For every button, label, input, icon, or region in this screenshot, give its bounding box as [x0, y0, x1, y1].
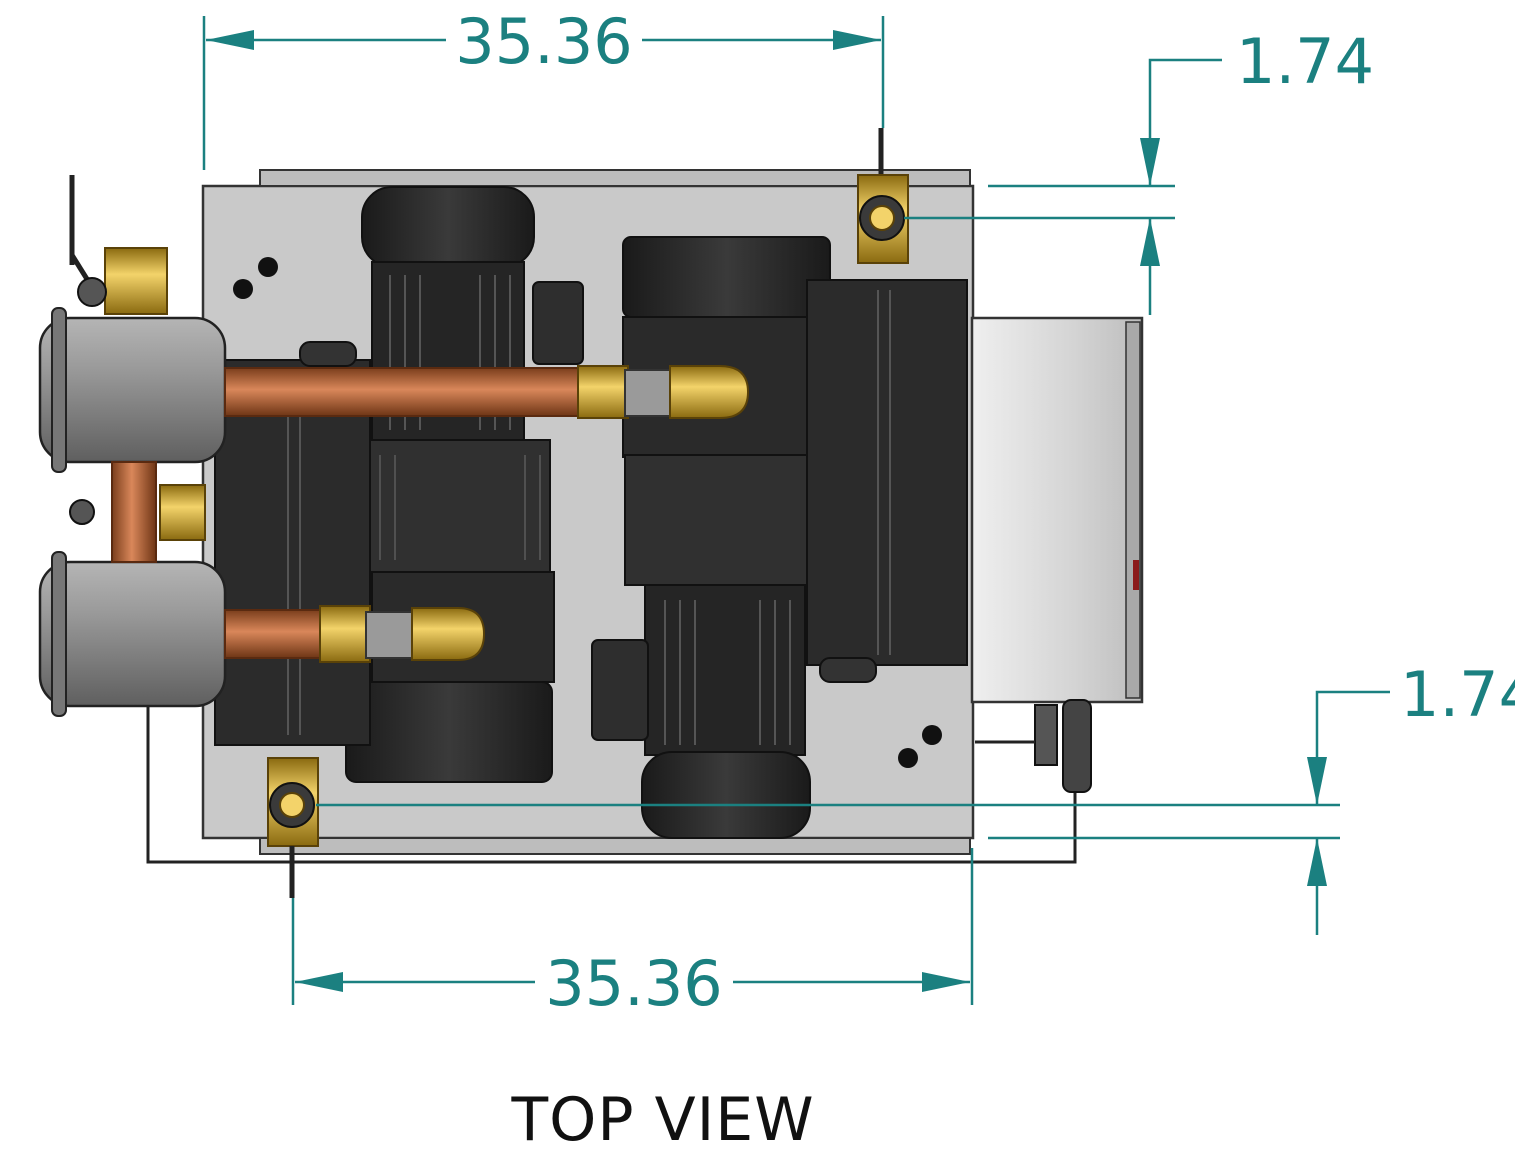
right-motor-fan-cover-bottom — [641, 751, 811, 839]
top-isolation-valve — [857, 128, 909, 264]
dim-top-width-label: 35.36 — [455, 5, 633, 78]
brass-elbow-upper — [669, 365, 750, 419]
brass-elbow-lower — [411, 607, 486, 661]
mounting-hole — [922, 725, 942, 745]
tank-upper — [38, 316, 227, 464]
manifold-valve — [69, 499, 95, 525]
brass-coupling-upper — [624, 369, 676, 417]
left-motor-terminal-box — [532, 281, 584, 365]
control-box-door-edge — [1125, 321, 1141, 699]
copper-pipe-lower — [224, 609, 331, 659]
right-oil-separator — [806, 279, 968, 666]
brass-coupling-lower — [365, 611, 417, 659]
vacuum-pump-assembly — [38, 128, 1144, 898]
right-motor-terminal-box — [591, 639, 649, 741]
tank-lower — [38, 560, 227, 708]
base-plate-lip-bottom — [259, 837, 971, 855]
ball-valve-body — [77, 277, 107, 307]
right-filler-cap — [819, 657, 877, 683]
copper-pipe-upper — [224, 367, 586, 417]
dim-bottom-right-offset-label: 1.74 — [1400, 658, 1515, 731]
mounting-hole — [898, 748, 918, 768]
left-oil-separator — [214, 359, 371, 746]
dim-bottom-width-label: 35.36 — [545, 947, 723, 1020]
dimension-top-width: 35.36 — [202, 5, 885, 170]
skid-frame-outline — [146, 700, 1077, 864]
control-box-hinge — [1133, 560, 1139, 590]
brass-fitting-upper — [577, 365, 629, 419]
tank-upper-endcap — [51, 307, 67, 473]
dimension-top-right-offset: 1.74 — [904, 25, 1374, 315]
mounting-hole — [233, 279, 253, 299]
right-motor-fan-cover — [622, 236, 831, 318]
brass-inlet-fitting — [104, 247, 168, 315]
control-box — [970, 316, 1144, 704]
dim-top-right-offset-label: 1.74 — [1236, 25, 1374, 98]
left-pump-housing — [369, 439, 551, 573]
brass-manifold-fitting — [159, 484, 206, 541]
left-motor-lower-body — [345, 681, 553, 783]
tank-lower-endcap — [51, 551, 67, 717]
copper-pipe-manifold — [111, 461, 157, 563]
dimension-bottom-width: 35.36 — [291, 848, 974, 1020]
brass-fitting-lower — [319, 605, 371, 663]
left-filler-cap — [299, 341, 357, 367]
right-pump-mid — [624, 454, 809, 586]
vacuum-gauge — [975, 699, 1092, 793]
left-motor-fan-cover — [361, 186, 535, 268]
right-motor-body — [644, 584, 806, 756]
dimension-bottom-right-offset: 1.74 — [316, 658, 1515, 935]
bottom-isolation-valve — [267, 757, 319, 898]
view-label: TOP VIEW — [510, 1085, 814, 1153]
base-plate-lip — [259, 169, 971, 187]
mounting-hole — [258, 257, 278, 277]
